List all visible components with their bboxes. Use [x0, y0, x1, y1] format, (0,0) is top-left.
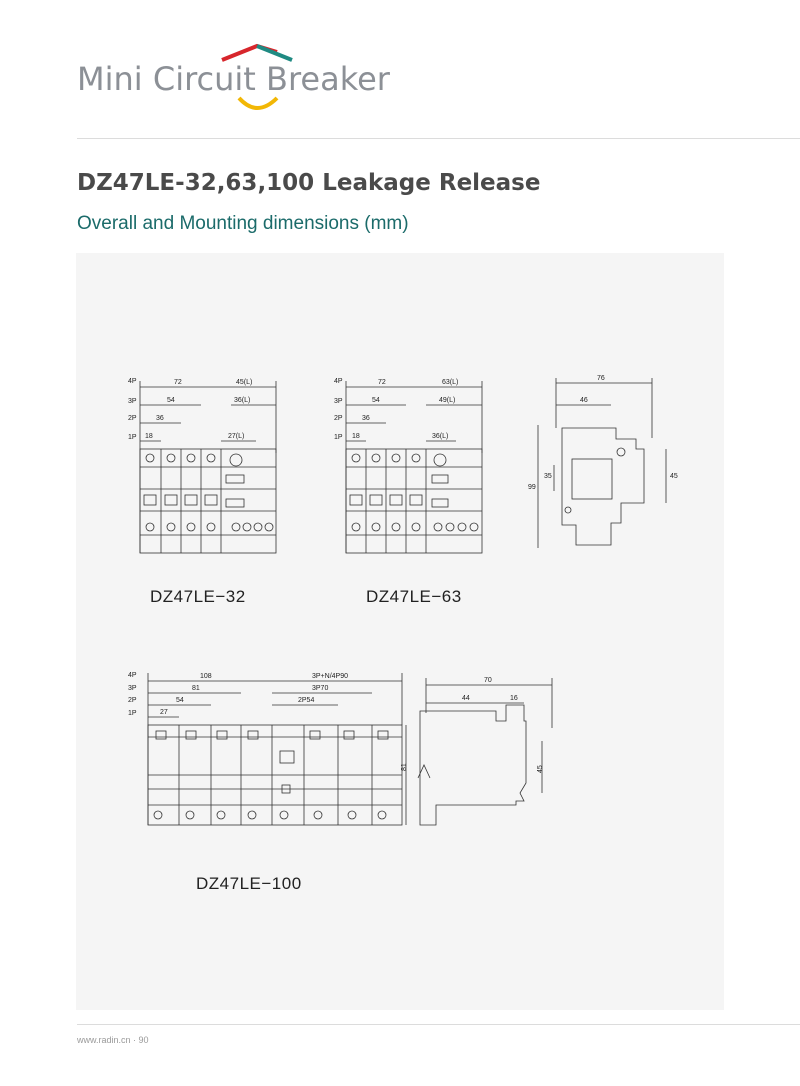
dz63-front-view: 4P 3P 2P 1P 72 54 36 18 63(L) 49(L) 36(L…: [334, 378, 483, 554]
page-title: DZ47LE-32,63,100 Leakage Release: [77, 170, 541, 196]
dz32-row-3p: 3P: [128, 398, 137, 405]
dz63-leak-3p: 49(L): [439, 397, 455, 404]
brand-logo: Mini Circuit Breaker: [77, 40, 397, 120]
footer-divider: [77, 1024, 800, 1025]
dz63-width-4p: 72: [378, 379, 386, 386]
dz63-row-3p: 3P: [334, 398, 343, 405]
dz100-leak-3p: 3P70: [312, 685, 328, 692]
dz32-row-4p: 4P: [128, 378, 137, 385]
logo-text: Mini Circuit Breaker: [77, 60, 390, 98]
dz100-width-4p: 108: [200, 673, 212, 680]
dz32-row-2p: 2P: [128, 415, 137, 422]
side-large-dim-44: 44: [462, 695, 470, 702]
dz100-leak-4p: 3P+N/4P90: [312, 673, 348, 680]
side-large-dim-45: 45: [537, 765, 544, 773]
dz32-width-4p: 72: [174, 379, 182, 386]
side-small-dim-46: 46: [580, 397, 588, 404]
dz32-width-2p: 36: [156, 415, 164, 422]
dz32-leak-3p: 36(L): [234, 397, 250, 404]
dz63-row-1p: 1P: [334, 434, 343, 441]
side-large-dim-70: 70: [484, 677, 492, 684]
side-view-large: 70 44 16 45: [417, 677, 553, 826]
dz63-width-3p: 54: [372, 397, 380, 404]
dz100-row-4p: 4P: [128, 672, 137, 679]
dz32-width-3p: 54: [167, 397, 175, 404]
model-label-dz100: DZ47LE−100: [196, 874, 302, 893]
dz63-row-2p: 2P: [334, 415, 343, 422]
dz100-width-2p: 54: [176, 697, 184, 704]
dz32-front-view: 4P 3P 2P 1P 72 54 36 18 45(L) 36(L) 27(L…: [128, 378, 277, 554]
model-label-dz63: DZ47LE−63: [366, 587, 462, 606]
header-divider: [77, 138, 800, 139]
side-small-dim-45: 45: [670, 473, 678, 480]
side-large-dim-16: 16: [510, 695, 518, 702]
side-view-small: 76 46 99 35 45: [528, 375, 678, 548]
dz63-width-2p: 36: [362, 415, 370, 422]
side-small-dim-76: 76: [597, 375, 605, 382]
dz100-leak-2p: 2P54: [298, 697, 314, 704]
dimension-drawings: 4P 3P 2P 1P 72 54 36 18 45(L) 36(L) 27(L…: [128, 375, 678, 826]
side-small-dim-99: 99: [528, 484, 536, 491]
dz63-leak-4p: 63(L): [442, 379, 458, 386]
side-small-dim-35: 35: [544, 473, 552, 480]
model-label-dz32: DZ47LE−32: [150, 587, 246, 606]
dz63-row-4p: 4P: [334, 378, 343, 385]
dz32-leak-2p: 27(L): [228, 433, 244, 440]
dz100-front-view: 4P 3P 2P 1P 108 81 54 27 3P+N/4P90 3P70 …: [128, 672, 408, 826]
logo-roof-icon: [221, 43, 293, 110]
dz32-leak-4p: 45(L): [236, 379, 252, 386]
dz100-width-1p: 27: [160, 709, 168, 716]
dz32-row-1p: 1P: [128, 434, 137, 441]
dz32-width-1p: 18: [145, 433, 153, 440]
dz100-width-3p: 81: [192, 685, 200, 692]
dz100-row-1p: 1P: [128, 710, 137, 717]
dz100-row-2p: 2P: [128, 697, 137, 704]
dz100-height-81: 81: [401, 763, 408, 771]
dz63-width-1p: 18: [352, 433, 360, 440]
footer-text: www.radin.cn · 90: [77, 1035, 149, 1045]
page-subtitle: Overall and Mounting dimensions (mm): [77, 213, 409, 234]
drawing-panel: 4P 3P 2P 1P 72 54 36 18 45(L) 36(L) 27(L…: [76, 253, 724, 1010]
dz63-leak-2p: 36(L): [432, 433, 448, 440]
dz100-row-3p: 3P: [128, 685, 137, 692]
